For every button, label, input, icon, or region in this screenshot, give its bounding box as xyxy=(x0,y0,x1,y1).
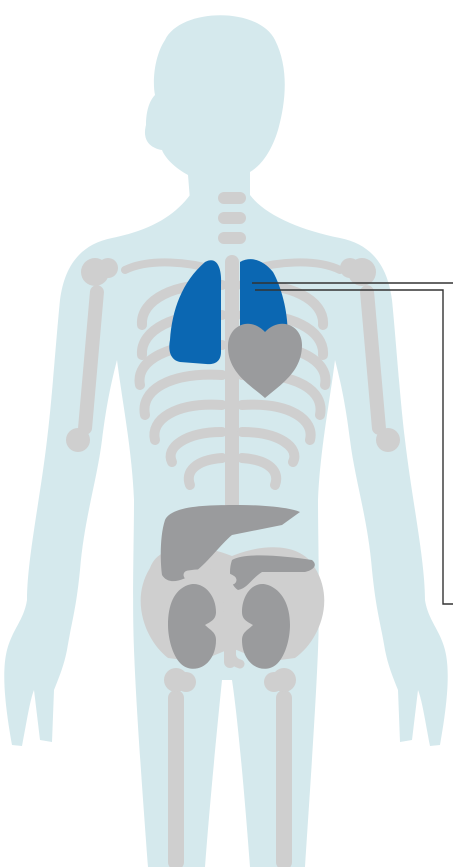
vertebra xyxy=(218,192,246,204)
vertebra xyxy=(218,232,246,244)
ureter xyxy=(224,638,236,668)
spine xyxy=(225,255,239,515)
hip-left-2 xyxy=(176,672,196,692)
shoulder-joint-left-2 xyxy=(98,258,118,278)
head xyxy=(145,15,285,200)
shoulder-joint-right-2 xyxy=(340,258,360,278)
vertebra xyxy=(218,212,246,224)
elbow-right xyxy=(376,428,400,452)
hip-right-2 xyxy=(264,672,284,692)
femur-left xyxy=(168,690,184,867)
femur-right xyxy=(276,690,292,867)
elbow-left xyxy=(66,428,90,452)
